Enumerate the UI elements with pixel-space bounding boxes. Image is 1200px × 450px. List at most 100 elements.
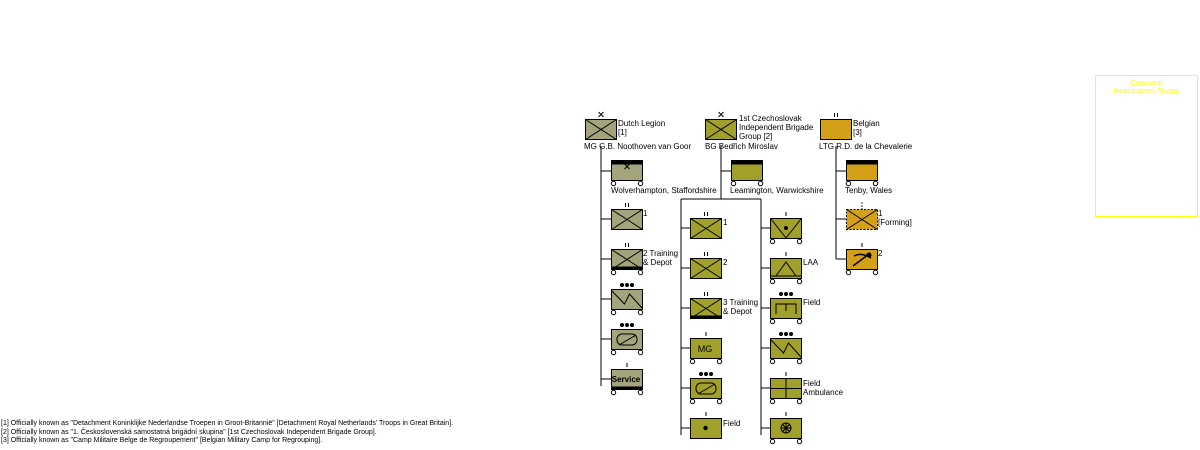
training-bar: [611, 266, 643, 270]
headquarters-bar: [846, 160, 878, 165]
motorized-wheel: [637, 389, 644, 396]
belgian-bn2-label: 2: [878, 249, 883, 258]
dutch-hq-commander: MG G.B. Noothoven van Goor: [584, 142, 692, 151]
platoon-marker: [779, 332, 783, 336]
forming-marker: [861, 208, 863, 210]
platoon-marker: [625, 283, 629, 287]
motorized-wheel: [637, 269, 644, 276]
czech-bn3-label: 3 Training& Depot: [723, 298, 759, 316]
infantry-cross: [611, 209, 643, 230]
motorized-wheel: [769, 238, 776, 245]
motorized-wheel: [796, 438, 803, 445]
signals-bolt: [770, 339, 802, 358]
czech-laa-company: [769, 252, 803, 285]
footnote-3: [3] Officially known as "Camp Militaire …: [1, 437, 323, 444]
motorized-wheel: [796, 318, 803, 325]
platoon-marker: [789, 292, 793, 296]
motorized-wheel: [757, 180, 764, 187]
czech-hq-commander: BG Bedřich Miroslav: [705, 142, 778, 151]
dutch-hq-name: Dutch Legion[1]: [618, 119, 666, 137]
motorized-wheel: [845, 269, 852, 276]
motorized-wheel: [845, 180, 852, 187]
belgian-hq: [820, 113, 852, 140]
motorized-wheel: [689, 398, 696, 405]
motorized-wheel: [610, 309, 617, 316]
artillery-dot: [784, 226, 788, 230]
motorized-wheel: [769, 318, 776, 325]
dutch-bn2-label: 2 Training& Depot: [643, 249, 679, 267]
infantry-cross: [690, 298, 722, 319]
motorized-wheel: [796, 398, 803, 405]
forming-marker: [861, 202, 863, 204]
platoon-marker: [779, 292, 783, 296]
motorized-wheel: [610, 389, 617, 396]
armoured-car-oval: [695, 382, 717, 395]
platoon-marker: [789, 332, 793, 336]
czech-field-engineer-platoon: [769, 292, 803, 325]
hq-x: [624, 163, 630, 170]
pioneer-symbol: [866, 252, 872, 258]
forming-marker: [861, 205, 863, 207]
motorized-wheel: [637, 309, 644, 316]
platoon-marker: [625, 323, 629, 327]
platoon-marker: [704, 372, 708, 376]
platoon-marker: [784, 292, 788, 296]
infantry-cross: [611, 249, 643, 270]
czech-laa-label: LAA: [803, 258, 819, 267]
dutch-depot-location: Wolverhampton, Staffordshire: [611, 186, 717, 195]
recce-slash: [618, 334, 637, 346]
headquarters-bar: [731, 160, 763, 165]
motorized-wheel: [796, 278, 803, 285]
artillery-dot: [703, 425, 708, 431]
czech-field-ambulance: [769, 372, 803, 405]
wheel-symbol: [782, 424, 790, 432]
czech-mg-label: MG: [697, 344, 713, 354]
motorized-wheel: [769, 278, 776, 285]
platoon-marker: [620, 323, 624, 327]
motorized-wheel: [872, 180, 879, 187]
motorized-wheel: [610, 269, 617, 276]
belgian-bn1-label: 1[Forming]: [878, 209, 912, 227]
platoon-marker: [784, 332, 788, 336]
belgian-hq-name: Belgian[3]: [853, 119, 880, 137]
czech-brigade-hq: [705, 111, 737, 140]
footnotes: [1] Officially known as "Detachment Koni…: [1, 420, 453, 446]
signals-bolt: [611, 290, 643, 309]
brigade-marker: [718, 111, 724, 118]
czech-bn1-label: 1: [723, 218, 728, 227]
dutch-legion-hq: [585, 111, 617, 140]
dutch-signals-platoon: [610, 283, 644, 316]
czech-antitank-company: [769, 212, 803, 245]
unit-frame: [690, 338, 722, 359]
motorized-wheel: [796, 358, 803, 365]
czech-1st-battalion: [690, 212, 722, 239]
footnote-1: [1] Officially known as "Detachment Koni…: [1, 420, 454, 427]
czech-field-battery: [690, 412, 722, 439]
headquarters-bar: [611, 160, 643, 165]
motorized-wheel: [610, 349, 617, 356]
motorized-wheel: [730, 180, 737, 187]
platoon-marker: [620, 283, 624, 287]
czech-field-label: Field: [723, 419, 741, 428]
dutch-hq-troops: [610, 160, 644, 187]
czech-2nd-battalion: [690, 252, 722, 279]
platoon-marker: [630, 323, 634, 327]
motorized-wheel: [716, 358, 723, 365]
recce-slash: [697, 383, 716, 395]
dutch-service-label: Service: [611, 375, 641, 384]
czech-mg-company: [689, 332, 723, 365]
unit-frame: [690, 378, 722, 399]
motorized-wheel: [769, 438, 776, 445]
dutch-service-company: [610, 363, 644, 396]
czech-3rd-training-depot: [690, 292, 722, 319]
training-bar: [611, 386, 643, 390]
dutch-1st-battalion: [611, 203, 643, 230]
connector-lines: [600, 146, 846, 435]
motorized-wheel: [769, 398, 776, 405]
infantry-cross: [690, 218, 722, 239]
czech-depot-location: Leamington, Warwickshire: [730, 186, 824, 195]
